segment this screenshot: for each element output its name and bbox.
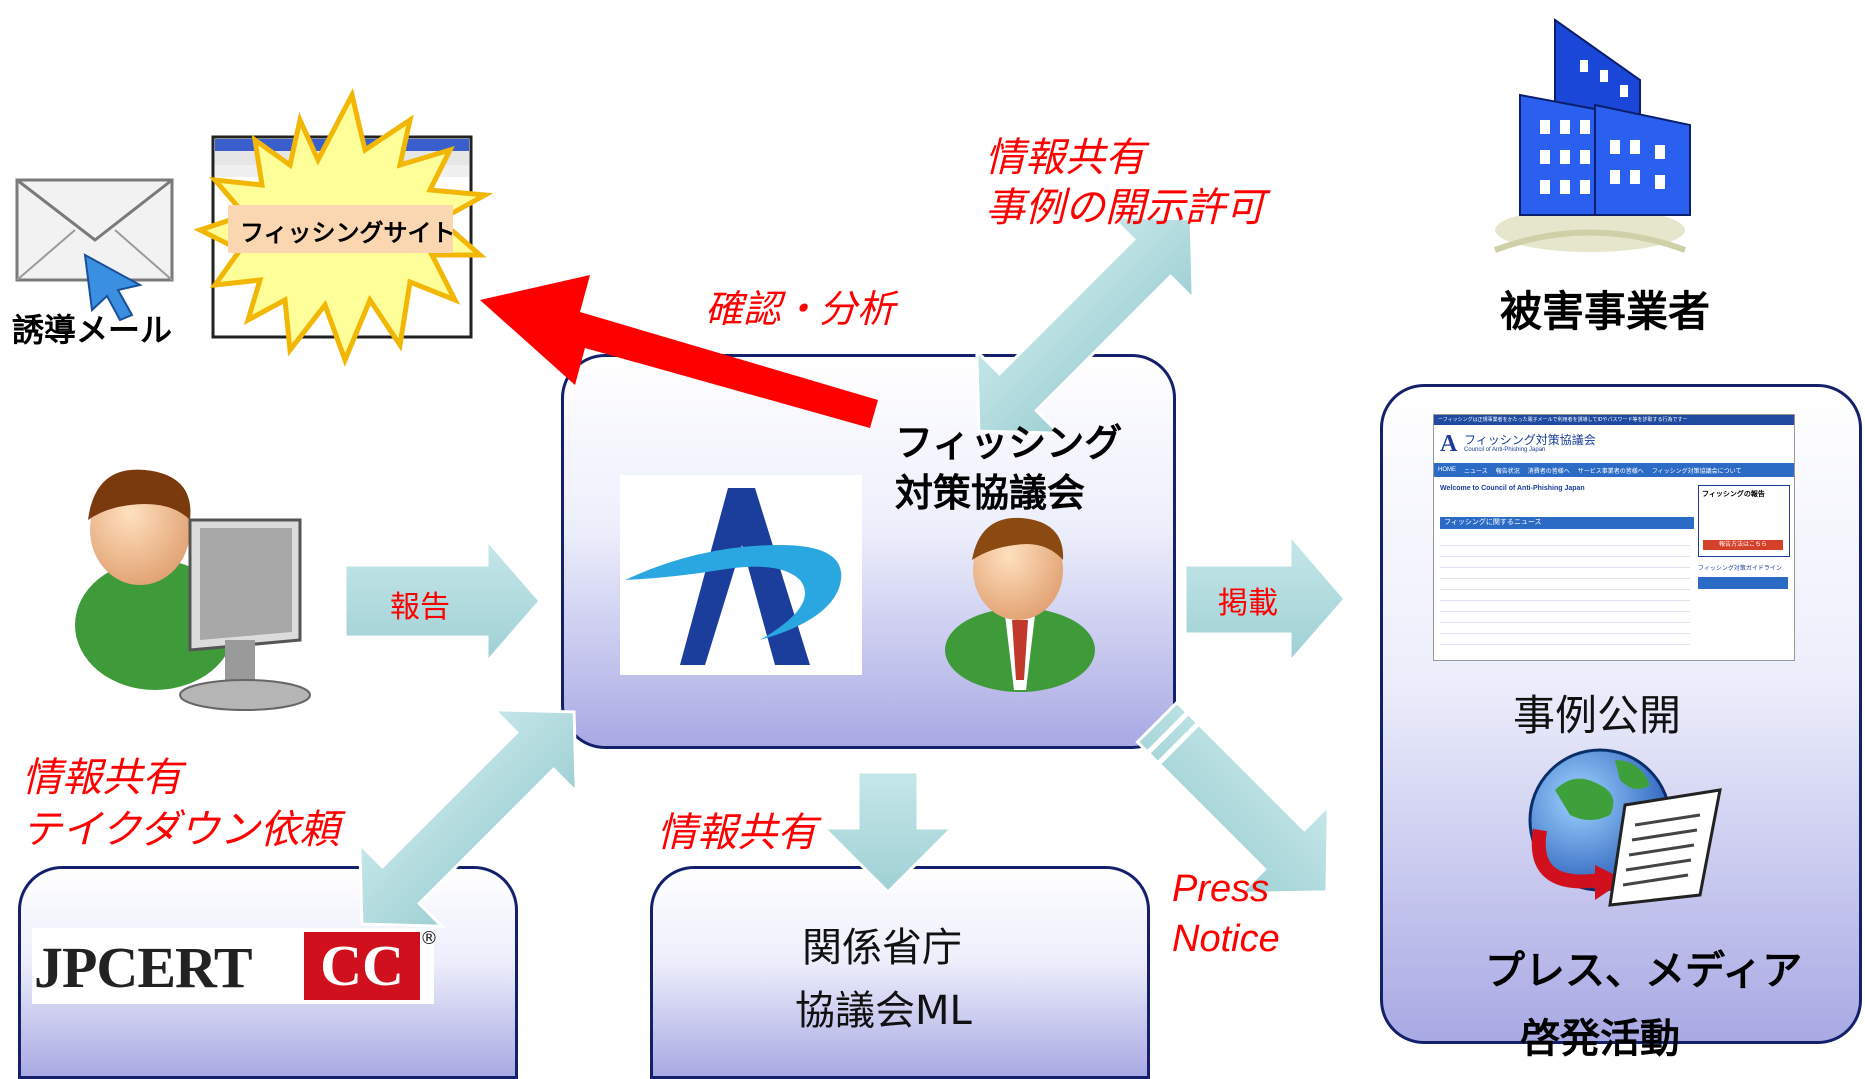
website-side-heading: フィッシングの報告 xyxy=(1702,491,1765,498)
globe-newspaper-icon xyxy=(1528,748,1722,907)
jpcert-logo-reg: ® xyxy=(420,928,438,949)
confirm-analyze-label: 確認・分析 xyxy=(705,287,896,331)
council-person-icon xyxy=(945,517,1095,692)
press-notice-line2: Notice xyxy=(1172,918,1280,960)
website-nav: HOME ニュース 報告状況 消費者の皆様へ サービス事業者の皆様へ フィッシン… xyxy=(1434,463,1794,477)
website-nav-item[interactable]: 報告状況 xyxy=(1495,468,1520,475)
press-media-label: プレス、メディア xyxy=(1485,948,1803,994)
phishing-site-label-bg xyxy=(228,205,453,253)
info-share-down-arrow xyxy=(820,770,956,895)
website-logo-icon: A xyxy=(1440,431,1458,457)
confirm-analyze-arrow xyxy=(480,275,878,428)
council-logo-icon xyxy=(620,475,862,675)
jpcert-logo-cc: CC xyxy=(304,932,420,1000)
info-share-top-double-arrow xyxy=(975,215,1195,435)
info-share-bottom-label: 情報共有 xyxy=(657,810,817,856)
building-icon xyxy=(1493,18,1691,253)
website-top-strip: ーフィッシングは正規事業者をかたった電子メールで利用者を誘導してIDやパスワード… xyxy=(1434,415,1794,425)
awareness-label: 啓発活動 xyxy=(1520,1016,1680,1062)
publish-arrow xyxy=(1183,530,1347,666)
website-nav-item[interactable]: フィッシング対策協議会について xyxy=(1651,468,1742,475)
email-label: 誘導メール xyxy=(12,311,173,349)
jpcert-logo-text: JPCERT xyxy=(34,935,253,1000)
info-share-top-line2: 事例の開示許可 xyxy=(985,185,1265,231)
phishing-site-label: フィッシングサイト xyxy=(240,219,456,247)
website-report-button[interactable]: 報告方法はこちら xyxy=(1703,540,1783,550)
website-side-panel: フィッシングの報告 報告方法はこちら xyxy=(1698,485,1790,557)
council-title-line1: フィッシング xyxy=(895,421,1123,465)
ministries-box xyxy=(650,866,1150,1079)
jpcert-logo: JPCERT CC ® xyxy=(32,928,438,1004)
cursor-arrow-icon xyxy=(83,253,143,322)
website-nav-item[interactable]: ニュース xyxy=(1464,468,1488,475)
reporter-user-icon xyxy=(75,469,311,711)
report-arrow-label: 報告 xyxy=(390,590,450,625)
ministries-line1: 関係省庁 xyxy=(802,925,962,971)
website-title: フィッシング対策協議会 xyxy=(1464,433,1596,447)
website-subtitle: Council of Anti-Phishing Japan xyxy=(1464,447,1546,453)
website-nav-item[interactable]: サービス事業者の皆様へ xyxy=(1577,468,1644,475)
report-arrow xyxy=(343,535,542,667)
info-share-top-line1: 情報共有 xyxy=(985,135,1145,181)
info-share-left-double-arrow xyxy=(358,708,578,928)
website-welcome: Welcome to Council of Anti-Phishing Japa… xyxy=(1440,485,1585,492)
council-title-line2: 対策協議会 xyxy=(895,471,1086,515)
victim-company-label: 被害事業者 xyxy=(1500,287,1711,336)
website-screenshot: ーフィッシングは正規事業者をかたった電子メールで利用者を誘導してIDやパスワード… xyxy=(1433,414,1795,661)
website-side-link[interactable]: フィッシング対策ガイドライン xyxy=(1698,566,1782,572)
press-notice-arrow xyxy=(1135,700,1330,895)
publish-arrow-label: 掲載 xyxy=(1218,586,1278,621)
website-news-heading: フィッシングに関するニュース xyxy=(1440,517,1694,529)
ministries-line2: 協議会ML xyxy=(795,988,972,1034)
case-publication-label: 事例公開 xyxy=(1513,691,1682,740)
info-share-left-line1: 情報共有 xyxy=(22,755,182,801)
website-nav-item[interactable]: 消費者の皆様へ xyxy=(1527,468,1570,475)
website-nav-item[interactable]: HOME xyxy=(1438,467,1456,473)
press-notice-line1: Press xyxy=(1172,868,1270,910)
info-share-left-line2: テイクダウン依頼 xyxy=(22,807,340,853)
